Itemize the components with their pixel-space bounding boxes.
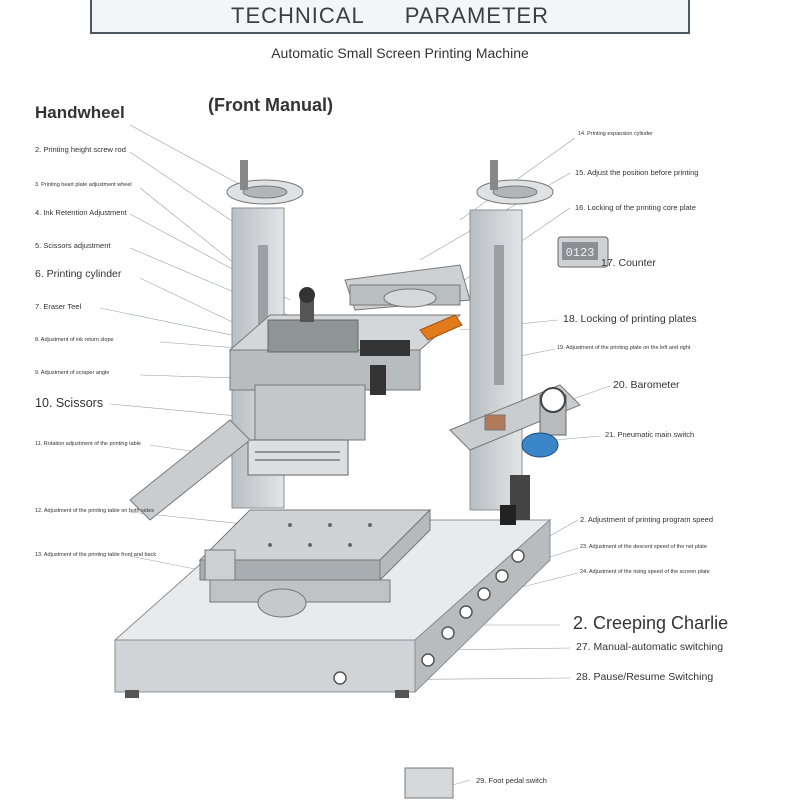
heading-front-manual: (Front Manual) xyxy=(208,95,333,115)
label-printing-expansion-cylinder: 14. Printing expansion cylinder xyxy=(578,131,653,137)
label-program-speed: 2. Adjustment of printing program speed xyxy=(580,515,713,524)
label-printing-cylinder: 6. Printing cylinder xyxy=(35,268,122,280)
label-rotation-printing-table: 11. Rotation adjustment of the printing … xyxy=(35,441,141,447)
label-pneumatic-main-switch: 21. Pneumatic main switch xyxy=(605,430,695,439)
control-knobs xyxy=(333,549,525,685)
label-adjust-position-before-printing: 15. Adjust the position before printing xyxy=(575,168,699,177)
label-manual-automatic-switching: 27. Manual-automatic switching xyxy=(576,641,724,653)
label-rising-speed: 24. Adjustment of the rising speed of th… xyxy=(580,569,710,575)
label-scissors: 10. Scissors xyxy=(35,396,104,410)
label-locking-printing-plates: 18. Locking of printing plates xyxy=(563,313,697,325)
label-table-both-sides: 12. Adjustment of the printing table on … xyxy=(35,508,154,514)
title-parameter: PARAMETER xyxy=(404,3,549,28)
subtitle: Automatic Small Screen Printing Machine xyxy=(271,45,529,61)
label-printing-height-screw-rod: 2. Printing height screw rod xyxy=(35,145,126,154)
label-barometer: 20. Barometer xyxy=(613,379,680,391)
title-technical: TECHNICAL xyxy=(231,3,365,28)
label-pause-resume: 28. Pause/Resume Switching xyxy=(576,671,714,683)
label-locking-core-plate: 16. Locking of the printing core plate xyxy=(575,203,696,212)
label-scissors-adjustment: 5. Scissors adjustment xyxy=(35,241,111,250)
label-foot-pedal-switch: 29. Foot pedal switch xyxy=(476,776,547,785)
title-banner: TECHNICAL PARAMETER xyxy=(90,0,690,34)
label-counter: 17. Counter xyxy=(601,257,656,269)
label-ink-retention-adjustment: 4. Ink Retention Adjustment xyxy=(35,208,127,217)
counter-display: 0123 xyxy=(566,246,595,260)
label-ink-return-slope: 8. Adjustment of ink return slope xyxy=(35,337,114,343)
label-table-front-back: 13. Adjustment of the printing table fro… xyxy=(35,552,157,558)
label-creeping-charlie: 2. Creeping Charlie xyxy=(573,613,729,633)
label-plate-left-right: 19. Adjustment of the printing plate on … xyxy=(557,345,691,351)
label-heart-plate-adjustment-wheel: 3. Printing heart plate adjustment wheel xyxy=(35,182,132,188)
label-descent-speed: 23. Adjustment of the descent speed of t… xyxy=(580,544,707,550)
label-eraser-teel: 7. Eraser Teel xyxy=(35,302,82,311)
label-scraper-angle: 9. Adjustment of scraper angle xyxy=(35,370,110,376)
heading-handwheel: Handwheel xyxy=(35,103,125,122)
